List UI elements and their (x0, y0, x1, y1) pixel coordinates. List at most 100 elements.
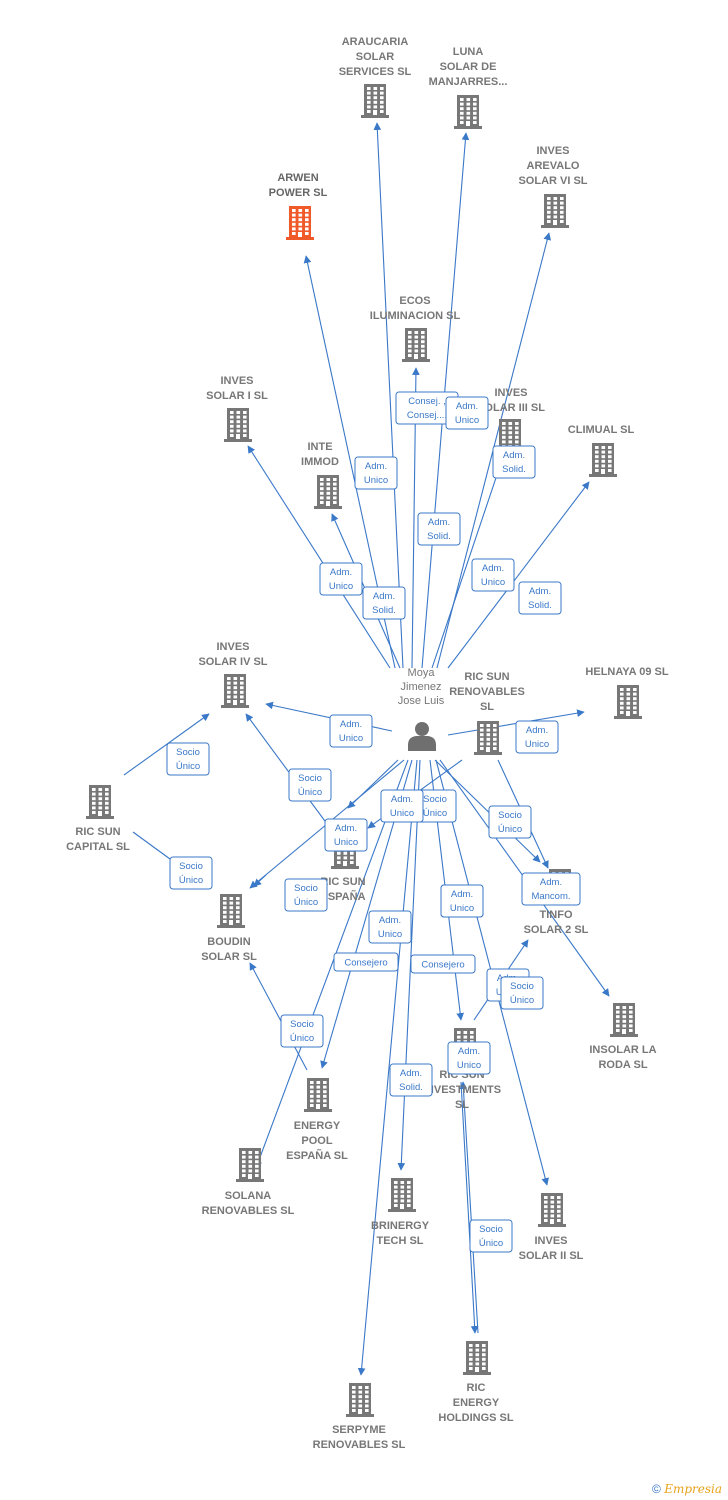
edge-moya-to-inves4 (265, 701, 393, 732)
company-label-inte: IMMOD (301, 456, 339, 468)
inves2-building-icon[interactable] (538, 1193, 566, 1227)
relation-label-moya-boudin[interactable]: Adm.Unico (380, 789, 424, 823)
company-label-insolar: INSOLAR LA (589, 1044, 656, 1056)
company-label-arevalo: INVES (536, 145, 569, 157)
company-label-inves2: SOLAR II SL (519, 1250, 584, 1262)
ricsunren-building-icon[interactable] (474, 721, 502, 755)
relation-text: Único (423, 808, 447, 819)
capital-building-icon[interactable] (86, 785, 114, 819)
relation-label-moya-investments[interactable]: Adm.Unico (440, 884, 484, 918)
company-label-espana: ESPAÑA (320, 890, 365, 903)
inte-building-icon[interactable] (314, 475, 342, 509)
relation-text: Socio (510, 981, 534, 992)
relation-label-moya-climual[interactable]: Adm.Solid. (362, 586, 406, 620)
copyright-symbol: © (652, 1482, 661, 1496)
boudin-building-icon[interactable] (217, 894, 245, 928)
serpyme-building-icon[interactable] (346, 1383, 374, 1417)
inves1-building-icon[interactable] (224, 408, 252, 442)
company-label-araucaria: ARAUCARIA (342, 36, 409, 48)
company-label-investments: SL (455, 1099, 469, 1111)
insolar-building-icon[interactable] (610, 1003, 638, 1037)
edge-moya-to-inves3 (431, 456, 505, 669)
relation-label-moya-arevalo[interactable]: Adm.Solid. (492, 445, 536, 479)
company-label-energy: ENERGY (294, 1120, 341, 1132)
relation-text: Consej. , (408, 396, 446, 407)
company-label-inves1: INVES (220, 375, 253, 387)
relation-label-moya-brinergy[interactable]: Consejero (410, 954, 476, 974)
arevalo-building-icon[interactable] (541, 194, 569, 228)
relation-label-moya-serpyme[interactable]: Adm.Solid. (389, 1063, 433, 1097)
relation-text: Adm. (482, 563, 504, 574)
relation-text: Solid. (528, 600, 552, 611)
relation-text: Adm. (373, 591, 395, 602)
person-name-label: Moya (408, 667, 436, 679)
relation-text: Único (498, 824, 522, 835)
company-label-inves1: SOLAR I SL (206, 390, 268, 402)
company-label-brinergy: BRINERGY (371, 1220, 430, 1232)
company-label-arwen: POWER SL (269, 187, 328, 199)
araucaria-building-icon[interactable] (361, 84, 389, 118)
brinergy-building-icon[interactable] (388, 1178, 416, 1212)
company-label-luna: SOLAR DE (440, 61, 497, 73)
relation-text: Único (298, 787, 322, 798)
relation-text: Socio (298, 773, 322, 784)
company-label-arwen: ARWEN (277, 172, 318, 184)
company-label-inves3: SOLAR III SL (477, 402, 545, 414)
empresia-logo[interactable]: Empresia (664, 1482, 722, 1496)
solana-building-icon[interactable] (236, 1148, 264, 1182)
company-label-araucaria: SERVICES SL (339, 66, 412, 78)
edge-capital-to-inves4 (123, 713, 210, 776)
relation-text: Adm. (330, 567, 352, 578)
relation-text: Solid. (502, 464, 526, 475)
person-name-label: Jose Luis (398, 695, 445, 707)
relation-label-moya-espana[interactable]: Adm.Unico (324, 818, 368, 852)
ecos-building-icon[interactable] (402, 328, 430, 362)
relation-label-moya-energy[interactable]: Adm.Unico (368, 910, 412, 944)
relation-text: Socio (423, 794, 447, 805)
relation-text: Unico (390, 808, 414, 819)
relation-text: Consejero (344, 958, 387, 969)
relation-label-moya-inves4[interactable]: Adm.Unico (329, 714, 373, 748)
climual-building-icon[interactable] (589, 443, 617, 477)
relation-text: Socio (176, 747, 200, 758)
relation-label-moya-inves3[interactable]: Adm.Unico (471, 558, 515, 592)
company-label-tinfo: TINFO (540, 909, 573, 921)
relation-label-moya-arwen[interactable]: Adm.Unico (354, 456, 398, 490)
relation-text: Adm. (540, 877, 562, 888)
person-icon[interactable] (408, 722, 436, 751)
energy-building-icon[interactable] (304, 1078, 332, 1112)
relation-text: Adm. (340, 719, 362, 730)
relation-label-holdings-investments[interactable]: Adm. Unico (447, 1041, 491, 1075)
relation-text: Adm. (458, 1046, 480, 1057)
company-label-energy: POOL (301, 1135, 332, 1147)
luna-building-icon[interactable] (454, 95, 482, 129)
holdings-building-icon[interactable] (463, 1341, 491, 1375)
relation-label-moya-solana[interactable]: Consejero (333, 952, 399, 972)
company-label-capital: CAPITAL SL (66, 841, 130, 853)
relation-text: Adm. (335, 823, 357, 834)
relation-label-moya-helnaya[interactable]: Adm.Unico (515, 720, 559, 754)
relation-text: Adm. (451, 889, 473, 900)
relation-label-moya-luna[interactable]: Adm.Unico (445, 396, 489, 430)
relation-label-moya-tinfo[interactable]: Adm.Mancom. (521, 872, 581, 906)
relation-text: Unico (457, 1060, 481, 1071)
arwen-building-icon[interactable] (286, 206, 314, 240)
relation-label-moya-inte[interactable]: Adm.Solid. (518, 581, 562, 615)
relation-label-moya-ecos[interactable]: Adm.Solid. (417, 512, 461, 546)
helnaya-building-icon[interactable] (614, 685, 642, 719)
relation-label-moya-inves1[interactable]: Adm.Unico (319, 562, 363, 596)
inves4-building-icon[interactable] (221, 674, 249, 708)
edge-investments-to-holdings (460, 1081, 479, 1334)
relation-label-moya-araucaria[interactable]: Consej. ,Consej.... (395, 391, 459, 425)
edge-moya-to-solana (254, 759, 409, 1169)
